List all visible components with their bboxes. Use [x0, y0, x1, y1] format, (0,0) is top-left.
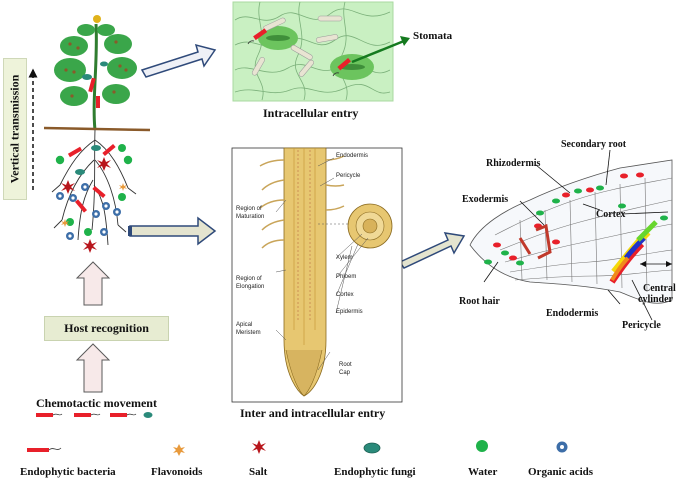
root-label-xylem: Xylem	[336, 255, 353, 261]
up-arrow-host	[75, 261, 111, 306]
arrow-to-cross-section	[398, 232, 466, 269]
water-icon	[476, 440, 488, 452]
salt-icon	[252, 440, 266, 454]
root-system	[51, 129, 137, 246]
root-label-maturation-1: Region of	[236, 206, 262, 212]
legend-label-bacteria: Endophytic bacteria	[20, 466, 116, 478]
root-cross-section	[469, 149, 673, 321]
vertical-transmission-label: Vertical transmission	[7, 74, 22, 184]
root-label-root-cap-2: Cap	[339, 370, 351, 376]
root-label-cortex: Cortex	[336, 292, 354, 298]
legend-label-fungi: Endophytic fungi	[334, 466, 416, 478]
root-label-epidermis: Epidermis	[336, 309, 363, 315]
rhizodermis-label: Rhizodermis	[486, 158, 541, 169]
host-recognition-box: Host recognition	[44, 316, 169, 341]
stomata-label: Stomata	[413, 30, 453, 42]
legend-label-salt: Salt	[249, 466, 268, 478]
legend-label-flavonoids: Flavonoids	[151, 466, 203, 478]
soil-line	[43, 126, 151, 132]
fungi-icon	[363, 442, 381, 454]
bacteria-icon	[27, 447, 62, 452]
exodermis-label: Exodermis	[462, 194, 509, 205]
flavonoid-icon	[173, 444, 185, 456]
root-tip-panel	[231, 147, 403, 403]
root-label-apical-1: Apical	[236, 322, 253, 328]
legend-label-organic-acids: Organic acids	[528, 466, 594, 478]
root-label-apical-2: Meristem	[236, 330, 261, 336]
pericycle-label: Pericycle	[622, 320, 661, 331]
rhizosphere-particles	[55, 143, 133, 253]
legend-icons	[27, 440, 568, 456]
chemotactic-bacteria	[36, 412, 153, 418]
endodermis-label: Endodermis	[546, 308, 599, 319]
chemotactic-movement-label: Chemotactic movement	[36, 396, 157, 410]
root-label-pericycle: Pericycle	[336, 173, 361, 179]
legend-label-water: Water	[468, 466, 498, 478]
secondary-root-label: Secondary root	[561, 139, 627, 150]
root-label-maturation-2: Maturation	[236, 214, 265, 220]
root-hair-label: Root hair	[459, 296, 500, 307]
organic-acid-icon	[556, 441, 568, 453]
central-cylinder-label-1: Central	[643, 283, 676, 294]
arrow-to-stomata	[140, 43, 217, 78]
root-label-endodermis: Endodermis	[336, 153, 369, 159]
up-arrow-chemotaxis	[75, 343, 111, 393]
central-cylinder-label-2: cylinder	[638, 294, 673, 305]
inter-intracellular-entry-label: Inter and intracellular entry	[240, 406, 386, 420]
arrow-to-root-tip	[129, 216, 217, 246]
flower-icon	[93, 15, 101, 23]
root-label-elongation-1: Region of	[236, 276, 262, 282]
cortex-label: Cortex	[596, 209, 626, 220]
root-label-elongation-2: Elongation	[236, 284, 265, 290]
plant-illustration	[54, 15, 137, 131]
stomata-pointer-arrow	[351, 39, 405, 64]
root-label-phloem: Phloem	[336, 274, 357, 280]
leaf-surface-panel	[232, 1, 394, 102]
vertical-transmission-box: Vertical transmission	[3, 58, 27, 200]
intracellular-entry-label: Intracellular entry	[263, 106, 359, 120]
root-label-root-cap-1: Root	[339, 362, 352, 368]
